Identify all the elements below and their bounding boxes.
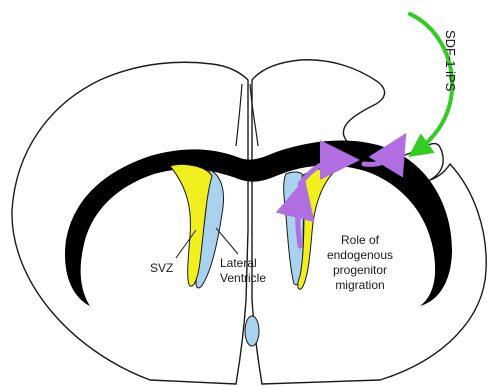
role-label-line3: progenitor — [333, 263, 387, 277]
role-label-line4: migration — [335, 278, 384, 292]
midline-fissure — [236, 84, 258, 146]
lateral-ventricle-pointer-line — [216, 228, 238, 254]
role-label-line1: Role of — [341, 233, 380, 247]
sdf1-ips-label: SDF-1 iPS — [443, 30, 458, 92]
right-svz — [298, 169, 334, 290]
lateral-ventricle-label-line2: Ventricle — [220, 271, 266, 285]
third-ventricle — [245, 316, 259, 346]
svz-label: SVZ — [150, 261, 173, 275]
migration-arrow-up — [298, 198, 300, 246]
role-label-line2: endogenous — [327, 248, 393, 262]
lateral-ventricle-label-line1: Lateral — [220, 256, 257, 270]
